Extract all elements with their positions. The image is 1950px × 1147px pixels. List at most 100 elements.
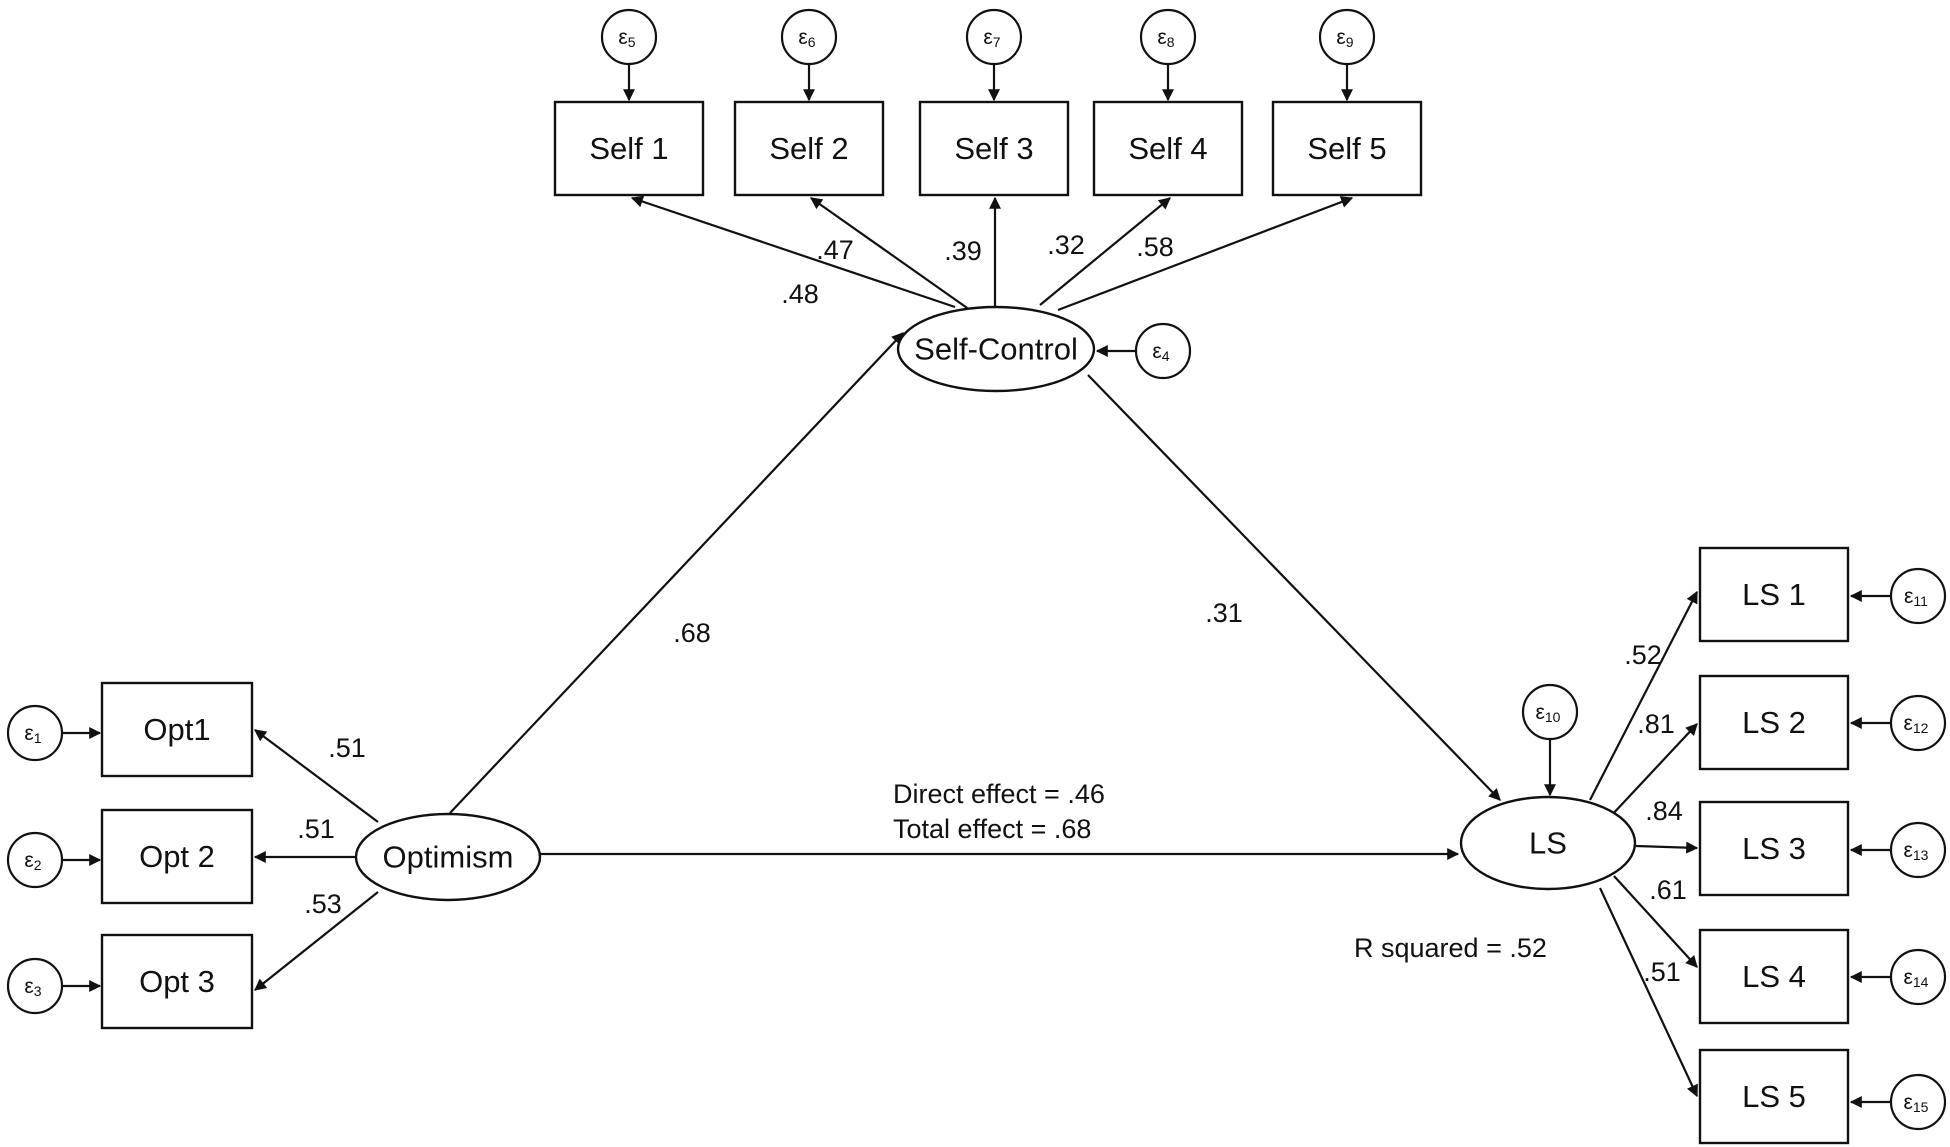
observed-self5-box bbox=[1271, 100, 1423, 197]
observed-opt3: Opt 3 bbox=[100, 933, 254, 1030]
path-ls-ls4 bbox=[1613, 875, 1698, 968]
coef-opt3: .53 bbox=[304, 889, 342, 919]
error-index: 7 bbox=[993, 34, 1001, 50]
error-e15-label: ε15 bbox=[1904, 1091, 1929, 1116]
error-index: 5 bbox=[628, 34, 636, 50]
path-ls-ls2 bbox=[1609, 723, 1698, 818]
path-ls-ls3 bbox=[1635, 841, 1699, 854]
observed-self3-label: Self 3 bbox=[954, 131, 1033, 166]
error-symbol: ε bbox=[1904, 1091, 1913, 1114]
coef-ls3: .84 bbox=[1645, 796, 1683, 826]
error-symbol: ε bbox=[1904, 966, 1913, 989]
error-e4-label: ε4 bbox=[1152, 340, 1169, 365]
observed-self3: Self 3 bbox=[918, 100, 1070, 197]
path-selfcontrol-ls bbox=[1087, 374, 1501, 801]
error-e2-circle bbox=[6, 831, 64, 889]
r-squared-label: R squared = .52 bbox=[1354, 933, 1547, 963]
error-symbol: ε bbox=[983, 26, 992, 49]
observed-opt2-label: Opt 2 bbox=[139, 839, 215, 874]
observed-self3-box bbox=[918, 100, 1070, 197]
error-e5-circle bbox=[600, 8, 658, 66]
direct-effect-label: Direct effect = .46 bbox=[893, 779, 1105, 809]
observed-opt3-box bbox=[100, 933, 254, 1030]
observed-ls5: LS 5 bbox=[1698, 1048, 1850, 1145]
observed-ls4-label: LS 4 bbox=[1742, 959, 1806, 994]
error-e7: ε7 bbox=[965, 8, 1023, 66]
error-e5: ε5 bbox=[600, 8, 658, 66]
error-e1: ε1 bbox=[6, 704, 64, 762]
coef-self4: .32 bbox=[1047, 230, 1085, 260]
error-index: 9 bbox=[1346, 34, 1354, 50]
latent-ls-ellipse bbox=[1459, 795, 1637, 891]
error-e6: ε6 bbox=[780, 8, 838, 66]
error-e13-label: ε13 bbox=[1904, 839, 1929, 864]
error-symbol: ε bbox=[798, 26, 807, 49]
observed-self1-label: Self 1 bbox=[589, 131, 668, 166]
error-e1-label: ε1 bbox=[24, 722, 41, 747]
error-e11-label: ε11 bbox=[1904, 585, 1928, 610]
error-index: 4 bbox=[1162, 348, 1170, 364]
path-selfcontrol-self5 bbox=[1057, 196, 1354, 312]
observed-ls5-label: LS 5 bbox=[1742, 1079, 1806, 1114]
error-index: 10 bbox=[1545, 709, 1561, 725]
error-e10-label: ε10 bbox=[1536, 701, 1561, 726]
coef-opt1: .51 bbox=[328, 733, 366, 763]
observed-ls2-label: LS 2 bbox=[1742, 705, 1806, 740]
error-index: 3 bbox=[34, 983, 42, 999]
error-e7-label: ε7 bbox=[983, 26, 1000, 51]
error-e10: ε10 bbox=[1521, 683, 1579, 741]
observed-ls4: LS 4 bbox=[1698, 928, 1850, 1025]
error-symbol: ε bbox=[1904, 585, 1913, 608]
error-symbol: ε bbox=[618, 26, 627, 49]
coef-ls1: .52 bbox=[1624, 640, 1662, 670]
latent-selfcontrol-label: Self-Control bbox=[914, 332, 1078, 367]
error-e2: ε2 bbox=[6, 831, 64, 889]
error-symbol: ε bbox=[24, 722, 33, 745]
error-index: 15 bbox=[1913, 1099, 1929, 1115]
latent-ls-label: LS bbox=[1529, 826, 1567, 861]
observed-self5-label: Self 5 bbox=[1307, 131, 1386, 166]
error-e8: ε8 bbox=[1139, 8, 1197, 66]
latent-selfcontrol: Self-Control bbox=[896, 305, 1096, 393]
latent-optimism-label: Optimism bbox=[383, 840, 514, 875]
error-e3-label: ε3 bbox=[24, 975, 41, 1000]
error-index: 11 bbox=[1913, 593, 1928, 609]
error-symbol: ε bbox=[1336, 26, 1345, 49]
error-index: 1 bbox=[34, 730, 42, 746]
path-optimism-selfcontrol bbox=[449, 332, 904, 814]
error-e12-circle bbox=[1889, 694, 1947, 752]
error-e11-circle bbox=[1889, 567, 1947, 625]
error-e14: ε14 bbox=[1889, 948, 1947, 1006]
observed-opt3-label: Opt 3 bbox=[139, 964, 215, 999]
path-selfcontrol-self4 bbox=[1039, 197, 1171, 306]
observed-ls3-label: LS 3 bbox=[1742, 831, 1806, 866]
observed-ls2-box bbox=[1698, 674, 1850, 771]
coef-selfcontrol_to_ls: .31 bbox=[1205, 598, 1243, 628]
observed-ls1: LS 1 bbox=[1698, 546, 1850, 643]
latent-optimism-ellipse bbox=[354, 812, 542, 902]
error-index: 6 bbox=[808, 34, 816, 50]
observed-self4: Self 4 bbox=[1092, 100, 1244, 197]
error-e15: ε15 bbox=[1889, 1073, 1947, 1131]
latent-optimism: Optimism bbox=[354, 812, 542, 902]
error-e12: ε12 bbox=[1889, 694, 1947, 752]
error-symbol: ε bbox=[1152, 340, 1161, 363]
path-selfcontrol-self2 bbox=[810, 197, 971, 311]
path-selfcontrol-self1 bbox=[630, 195, 956, 309]
path-optimism-opt1 bbox=[254, 729, 379, 823]
error-symbol: ε bbox=[24, 975, 33, 998]
coef-self2: .47 bbox=[816, 235, 854, 265]
error-e9-circle bbox=[1318, 8, 1376, 66]
observed-opt1-label: Opt1 bbox=[143, 712, 210, 747]
observed-self5: Self 5 bbox=[1271, 100, 1423, 197]
error-symbol: ε bbox=[24, 849, 33, 872]
error-e8-circle bbox=[1139, 8, 1197, 66]
latent-selfcontrol-ellipse bbox=[896, 305, 1096, 393]
coef-ls2: .81 bbox=[1637, 709, 1675, 739]
path-optimism-opt3 bbox=[254, 891, 379, 991]
observed-opt2: Opt 2 bbox=[100, 808, 254, 905]
error-e12-label: ε12 bbox=[1904, 712, 1929, 737]
error-index: 8 bbox=[1167, 34, 1175, 50]
path-ls-ls1 bbox=[1589, 590, 1698, 801]
